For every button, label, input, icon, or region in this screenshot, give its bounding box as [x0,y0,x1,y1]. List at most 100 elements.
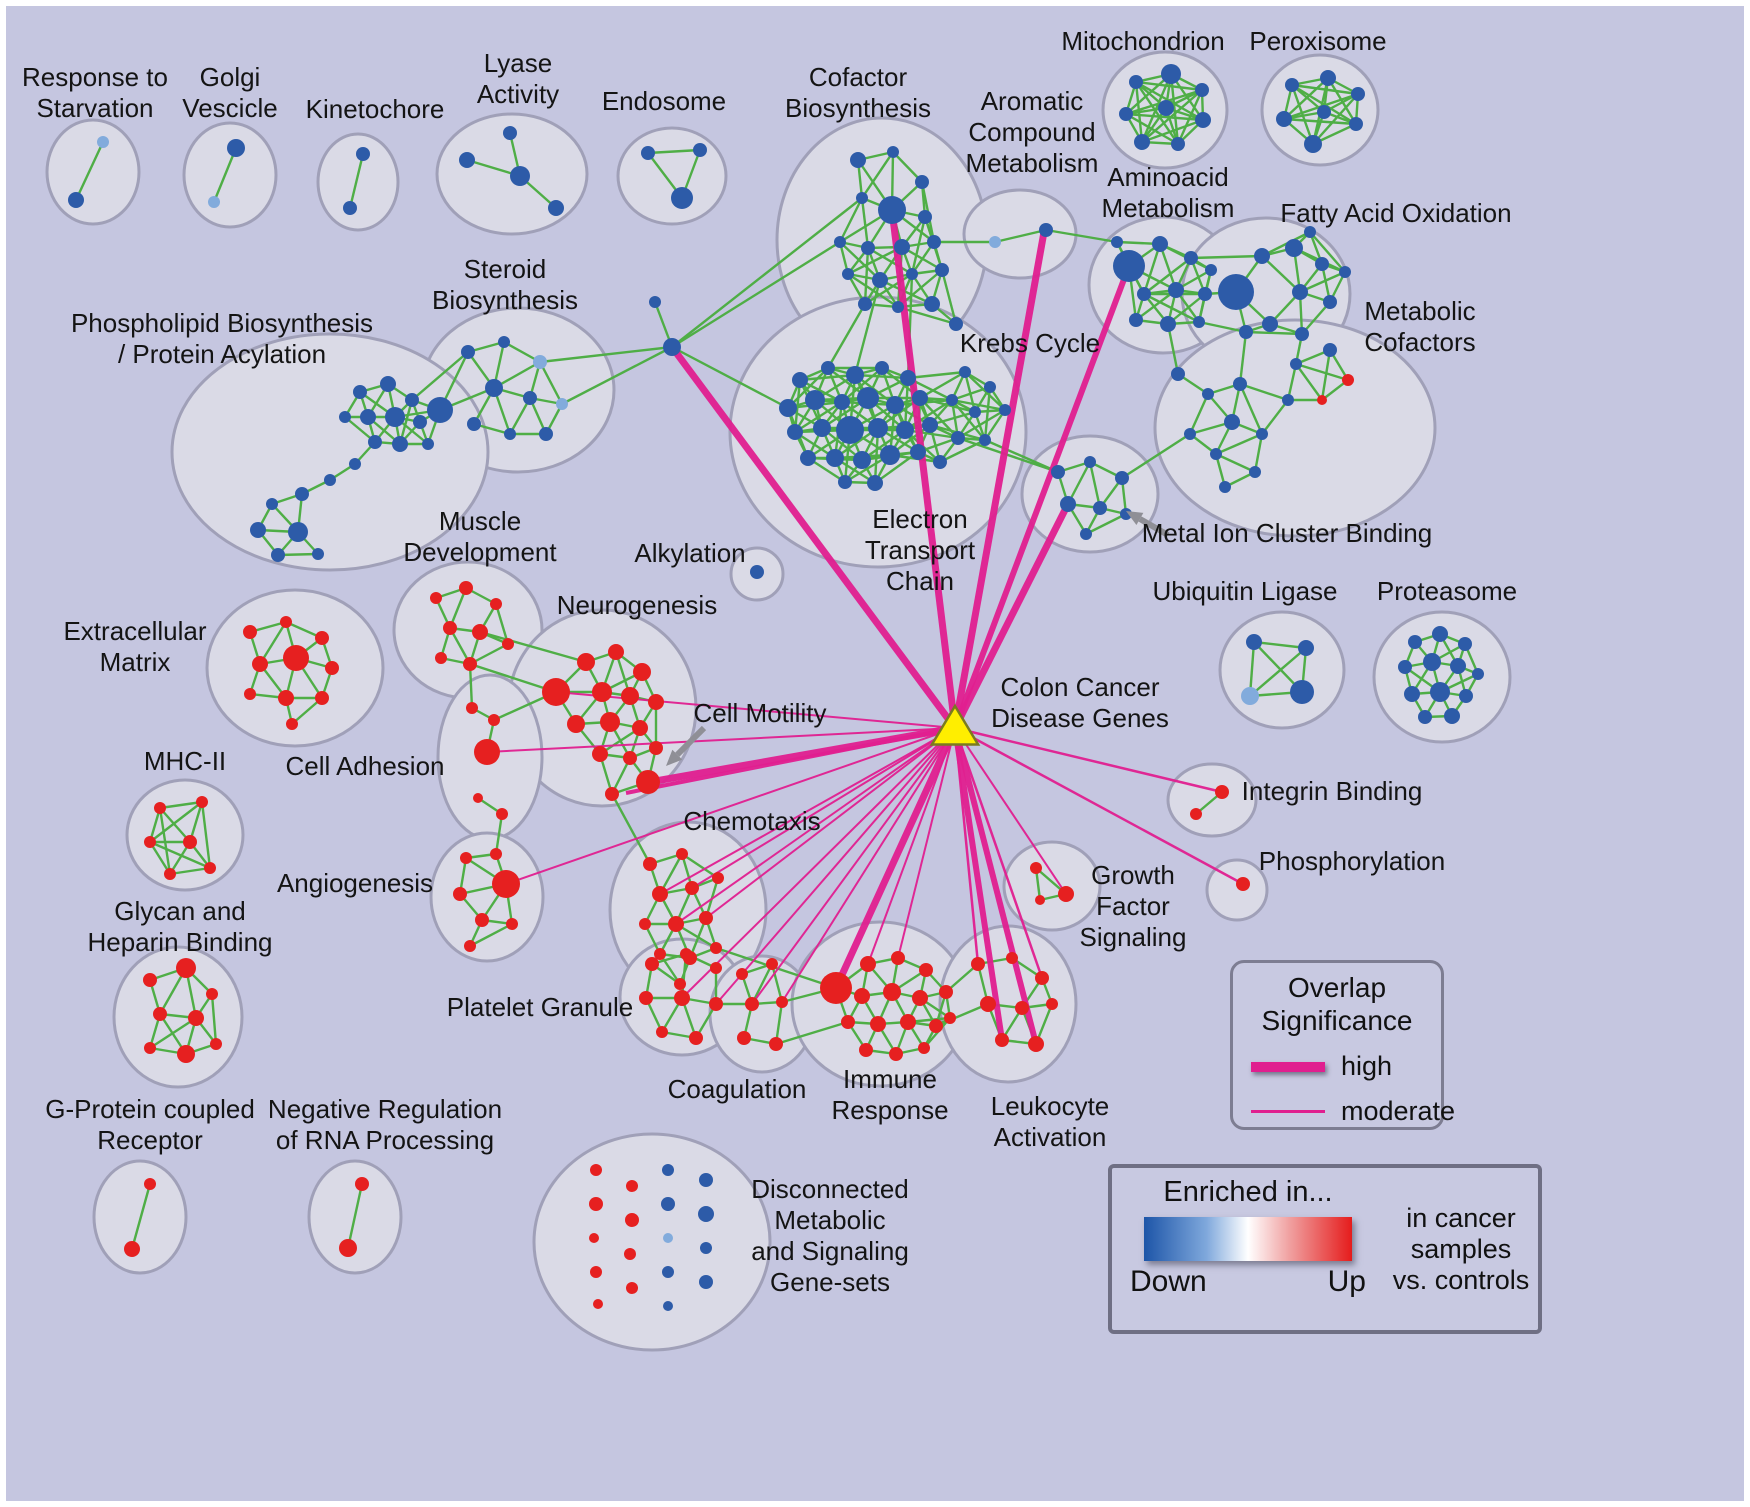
gene-set-node-lyase-activity [548,200,564,216]
gene-set-node-proteasome [1459,689,1473,703]
gene-set-node-fatty-acid-oxidation [1285,239,1303,257]
overlap-edge-high [951,498,1074,730]
gene-set-node-metabolic-cofactors [1171,367,1185,381]
gene-set-node-metabolic-cofactors [1290,358,1302,370]
gene-set-node-kinetochore [343,201,357,215]
gene-set-node-cell-adhesion [466,702,478,714]
gene-set-node-metal-ion-cluster-binding [1120,508,1132,520]
gene-set-node-immune-response [944,1012,956,1024]
gene-set-node-electron-transport-chain [853,451,871,469]
gene-set-node-disconnected-gene-sets [589,1197,603,1211]
gene-set-node-peroxisome [1276,111,1292,127]
high-significance-label: high [1341,1051,1393,1081]
gene-set-node-electron-transport-chain [867,475,883,491]
green-edge-cofactor-biosynthesis [879,278,933,306]
gene-set-node-fatty-acid-oxidation [1315,257,1329,271]
gene-set-node-neurogenesis [577,653,595,671]
gene-set-node-metal-ion-cluster-binding [1084,456,1096,468]
pointer-arrow-line-1 [675,725,707,757]
overlap-edge-moderate [781,727,956,1003]
gene-set-node-disconnected-gene-sets [593,1299,603,1309]
gene-set-node-phospholipid-biosynthesis [392,436,408,452]
cluster-label-phosphorylation: Phosphorylation [1259,846,1445,876]
green-edge-fatty-acid-oxidation [1299,270,1346,294]
green-edge-electron-transport-chain [951,399,986,441]
gene-set-node-cofactor-biosynthesis [858,297,872,311]
green-edge-aminoacid-metabolism [1143,257,1192,295]
green-edge-immune-response [923,1017,951,1049]
gene-set-node-neurogenesis [608,644,624,660]
gene-set-node-metabolic-cofactors [1202,388,1214,400]
cluster-disconnected-gene-sets-ellipse [532,1132,772,1352]
gene-set-node-electron-transport-chain [779,399,797,417]
overlap-edge-moderate [953,727,1044,979]
gene-set-node-integrin-binding [1215,785,1229,799]
gene-set-node-fatty-acid-oxidation [1339,266,1351,278]
gene-set-node-fatty-acid-oxidation [1295,327,1309,341]
gene-set-node-phospholipid-biosynthesis [422,438,434,450]
gene-set-node-electron-transport-chain [826,449,844,467]
overlap-edge-moderate [505,727,956,885]
gene-set-node-metabolic-cofactors [1317,395,1327,405]
gene-set-node-mitochondrion [1171,137,1185,151]
gene-set-node-coagulation [737,1031,751,1045]
gene-set-node-electron-transport-chain [946,394,958,406]
overlap-title-line1: Overlap [1287,972,1387,1003]
gene-set-node-disconnected-gene-sets [626,1180,638,1192]
gene-set-node-electron-transport-chain [886,396,904,414]
green-edge-mhc-ii [169,866,211,876]
gene-set-node-neurogenesis [636,770,660,794]
overlap-edge-moderate [954,726,1223,794]
cluster-label-coagulation: Coagulation [668,1074,807,1104]
green-inter-edge [479,630,587,664]
gene-set-node-extracellular-matrix [252,656,268,672]
gene-set-node-bridge-node [649,296,661,308]
gene-set-node-mitochondrion [1119,107,1133,121]
green-edge-metabolic-cofactors [1320,349,1332,401]
gene-set-node-mhc-ii [154,802,166,814]
gene-set-node-cofactor-biosynthesis [918,210,932,224]
gene-set-node-chemotaxis [674,978,686,990]
enriched-gradient-column: Enriched in... Down Up [1112,1168,1384,1330]
green-inter-edge [1045,228,1118,244]
gene-set-node-steroid-biosynthesis [461,345,475,359]
gene-set-node-leukocyte-activation [980,996,996,1012]
gene-set-node-electron-transport-chain [857,387,879,409]
overlap-edge-high [952,727,1005,1041]
green-edge-endosome [647,148,701,155]
gene-set-node-platelet-granule [645,957,659,971]
green-inter-edge [468,663,474,709]
gene-set-node-neurogenesis [600,712,620,732]
gene-set-node-electron-transport-chain [838,475,852,489]
gene-set-node-electron-transport-chain [912,390,928,406]
gene-set-node-glycan-heparin-binding [188,1010,204,1026]
gene-set-node-chemotaxis [699,911,713,925]
gene-set-node-integrin-binding [1190,808,1202,820]
cluster-phosphorylation-ellipse [1205,858,1269,922]
gene-set-node-cofactor-biosynthesis [935,263,949,277]
green-inter-edge [957,436,1059,474]
gene-set-node-growth-factor-signaling [1058,886,1074,902]
gene-set-node-steroid-biosynthesis [556,398,568,410]
gene-set-node-electron-transport-chain [959,366,971,378]
gene-set-node-electron-transport-chain [792,372,808,388]
green-edge-fatty-acid-oxidation [1301,301,1331,335]
cluster-golgi-vescicle-ellipse [182,121,278,229]
gene-set-node-electron-transport-chain [821,361,835,375]
gene-set-node-angiogenesis [475,913,489,927]
gene-set-node-proteasome [1430,682,1450,702]
gene-set-node-cell-adhesion [488,714,500,726]
cluster-kinetochore-ellipse [316,132,400,232]
gene-set-node-metabolic-cofactors [1282,394,1294,406]
gene-set-node-immune-response [891,951,905,965]
gene-set-node-phospholipid-biosynthesis [353,385,367,399]
